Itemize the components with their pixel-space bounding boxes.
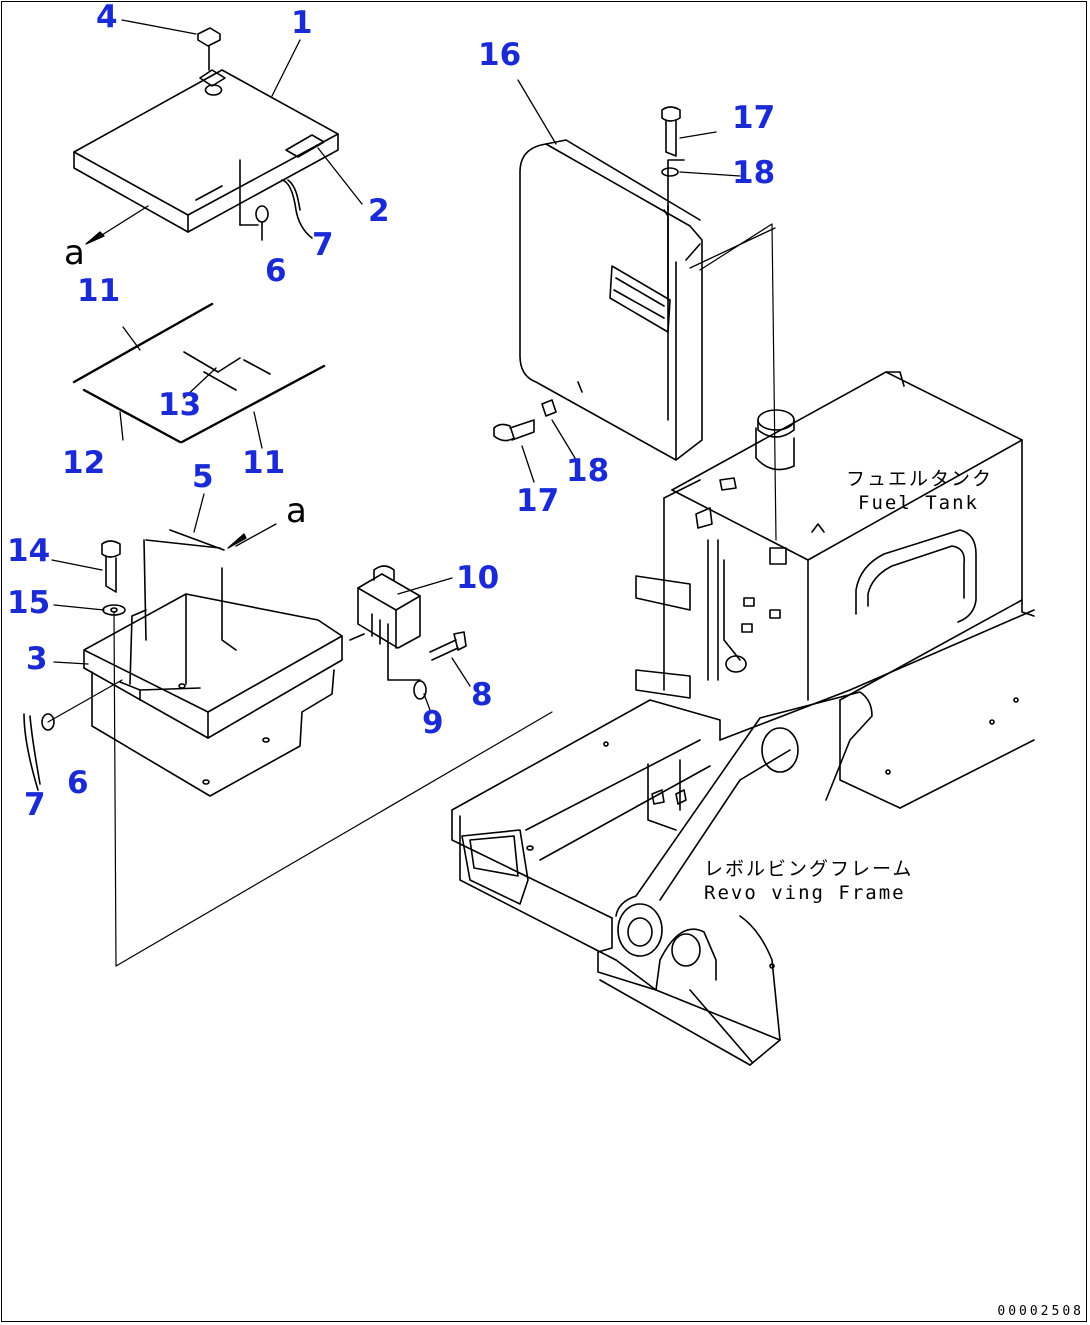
revolving-frame-label: レボルビングフレーム Revo ving Frame [704, 858, 913, 906]
reference-letter-a-upper: a [64, 233, 85, 273]
callout-11-lower: 11 [242, 445, 286, 481]
callout-9: 9 [422, 705, 444, 741]
revolving-frame-label-en: Revo ving Frame [704, 881, 906, 904]
fuel-tank-label-en: Fuel Tank [858, 491, 979, 514]
nut-part-4 [197, 27, 221, 71]
battery-cover-part-1 [73, 69, 339, 233]
bolt-part-8 [429, 631, 467, 661]
callout-6-lower: 6 [67, 765, 89, 801]
drawing-number: 00002508 [997, 1304, 1084, 1319]
cover-connection-lines [699, 223, 777, 541]
callout-18-upper: 18 [732, 155, 776, 191]
fuel-tank-label: フュエルタンク Fuel Tank [846, 468, 993, 516]
callout-16: 16 [478, 37, 522, 73]
washer-part-18-upper [661, 167, 679, 177]
callout-8: 8 [471, 677, 493, 713]
side-cover-part-16 [519, 139, 703, 461]
callout-2: 2 [368, 193, 390, 229]
callout-14: 14 [7, 533, 51, 569]
battery-tray-part-3 [83, 567, 343, 797]
callout-12: 12 [62, 445, 106, 481]
seal-parts-11-12-13 [72, 302, 326, 444]
callout-17-lower: 17 [516, 483, 560, 519]
callout-7-upper: 7 [312, 227, 334, 263]
leader-lines [51, 19, 776, 711]
callout-5: 5 [192, 459, 214, 495]
bolt-part-17-upper [661, 106, 681, 157]
hold-down-part-5 [143, 529, 225, 641]
bolt-part-17-lower [493, 419, 535, 442]
washer-part-6-upper [255, 205, 269, 241]
reference-letter-a-middle: a [286, 491, 307, 531]
callout-11-upper: 11 [77, 273, 121, 309]
callout-13: 13 [158, 387, 202, 423]
callout-18-lower: 18 [566, 453, 610, 489]
callout-15: 15 [7, 585, 51, 621]
relay-part-10 [349, 565, 421, 681]
callout-6-upper: 6 [265, 253, 287, 289]
pin-part-7-lower [23, 713, 41, 791]
washer-part-9 [413, 680, 427, 700]
callout-1: 1 [291, 5, 313, 41]
fuel-tank-label-jp: フュエルタンク [846, 468, 994, 490]
revolving-frame [451, 609, 1035, 1066]
callout-10: 10 [456, 560, 500, 596]
callout-3: 3 [26, 641, 48, 677]
callout-4: 4 [96, 0, 118, 35]
alignment-lines [47, 611, 553, 967]
callout-17-upper: 17 [732, 100, 776, 136]
revolving-frame-label-jp: レボルビングフレーム [704, 858, 914, 880]
washer-part-6-lower [41, 713, 55, 731]
washer-part-18-lower [541, 399, 557, 417]
bolt-part-14 [101, 540, 121, 593]
pin-part-7-upper [281, 179, 313, 239]
callout-7-lower: 7 [24, 787, 46, 823]
fuel-tank [635, 371, 1035, 701]
